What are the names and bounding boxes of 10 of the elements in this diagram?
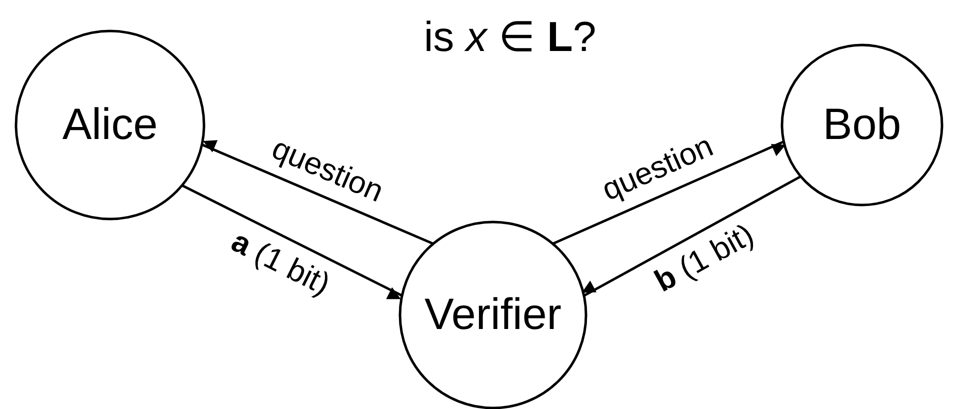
arrow xyxy=(181,184,403,300)
node-label: Alice xyxy=(62,100,158,150)
question-title: is x ∈ L? xyxy=(422,12,598,61)
arrow xyxy=(201,140,434,245)
node-label: Verifier xyxy=(424,290,562,340)
circle-node xyxy=(780,44,944,206)
circle-node xyxy=(14,30,206,220)
node-label: Bob xyxy=(822,100,902,150)
arrow xyxy=(582,175,802,297)
arrow xyxy=(552,140,786,245)
